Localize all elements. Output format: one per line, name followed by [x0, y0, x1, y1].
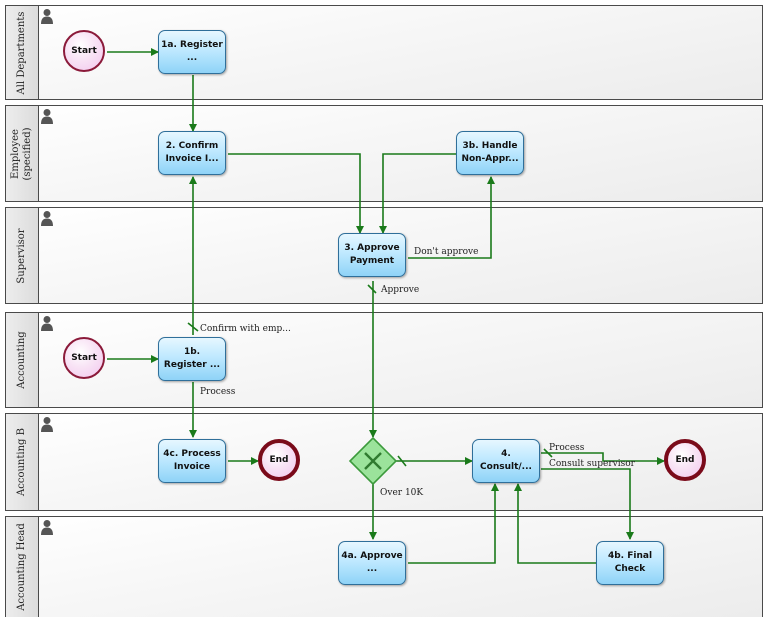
- end-event-label: End: [675, 455, 695, 465]
- lane-accounting: Accounting: [5, 312, 763, 408]
- user-icon: [41, 520, 53, 535]
- user-icon: [41, 316, 53, 331]
- user-icon: [41, 417, 53, 432]
- default-flow-marker: [543, 448, 553, 458]
- exclusive-gateway: [348, 436, 398, 486]
- flow-3b-to-3: [379, 153, 456, 234]
- flow-label-process: Process: [200, 387, 236, 397]
- start-event-label: Start: [71, 46, 97, 56]
- task-1a-register[interactable]: 1a. Register ...: [158, 30, 226, 74]
- task-4b-final-check[interactable]: 4b. Final Check: [596, 541, 664, 585]
- task-label: 2. Confirm Invoice I...: [165, 141, 219, 164]
- flow-4-to-4b: [541, 468, 634, 540]
- default-flow-marker: [397, 455, 407, 467]
- task-label: 3b. Handle Non-Appr...: [461, 141, 519, 164]
- end-event-label: End: [269, 455, 289, 465]
- user-icon: [41, 109, 53, 124]
- end-event[interactable]: End: [258, 439, 300, 481]
- task-label: 4c. Process Invoice: [163, 449, 221, 472]
- lane-header: Employee (specified): [6, 106, 39, 201]
- start-event-label: Start: [71, 353, 97, 363]
- flow-label-dont-approve: Don't approve: [414, 247, 479, 257]
- task-label: 4b. Final Check: [607, 551, 653, 574]
- default-flow-marker: [367, 284, 377, 294]
- flow-label-over-10k: Over 10K: [380, 488, 424, 498]
- flow-label-process-4: Process: [549, 443, 585, 453]
- task-2-confirm-invoice[interactable]: 2. Confirm Invoice I...: [158, 131, 226, 175]
- task-3-approve-payment[interactable]: 3. Approve Payment: [338, 233, 406, 277]
- lane-header: All Departments: [6, 6, 39, 99]
- start-event[interactable]: Start: [63, 30, 105, 72]
- flow-label-confirm-with-employee: Confirm with emp...: [200, 324, 291, 334]
- flow-4a-to-4: [408, 483, 499, 564]
- task-4c-process-invoice[interactable]: 4c. Process Invoice: [158, 439, 226, 483]
- task-label: 4. Consult/...: [480, 449, 532, 472]
- flow-2-to-3: [228, 153, 364, 234]
- flow-label-consult-supervisor: Consult supervisor: [549, 459, 635, 469]
- start-event-accounting[interactable]: Start: [63, 337, 105, 379]
- task-4a-approve[interactable]: 4a. Approve ...: [338, 541, 406, 585]
- lane-header: Accounting: [6, 313, 39, 407]
- task-label: 4a. Approve ...: [341, 551, 403, 574]
- flow-label-approve: Approve: [381, 285, 420, 295]
- default-flow-marker: [187, 322, 199, 332]
- task-4-consult[interactable]: 4. Consult/...: [472, 439, 540, 483]
- task-label: 3. Approve Payment: [344, 243, 400, 266]
- end-event-final[interactable]: End: [664, 439, 706, 481]
- flow-3-to-3b: [408, 176, 495, 259]
- lane-header: Supervisor: [6, 208, 39, 303]
- lane-header: Accounting Head: [6, 517, 39, 617]
- user-icon: [41, 211, 53, 226]
- task-3b-handle-non-approval[interactable]: 3b. Handle Non-Appr...: [456, 131, 524, 175]
- user-icon: [41, 9, 53, 24]
- task-1b-register[interactable]: 1b. Register ...: [158, 337, 226, 381]
- task-label: 1a. Register ...: [161, 40, 223, 63]
- task-label: 1b. Register ...: [163, 347, 221, 370]
- lane-header: Accounting B: [6, 414, 39, 510]
- flow-4b-to-4: [514, 483, 596, 564]
- flow-4-to-end: [541, 452, 665, 465]
